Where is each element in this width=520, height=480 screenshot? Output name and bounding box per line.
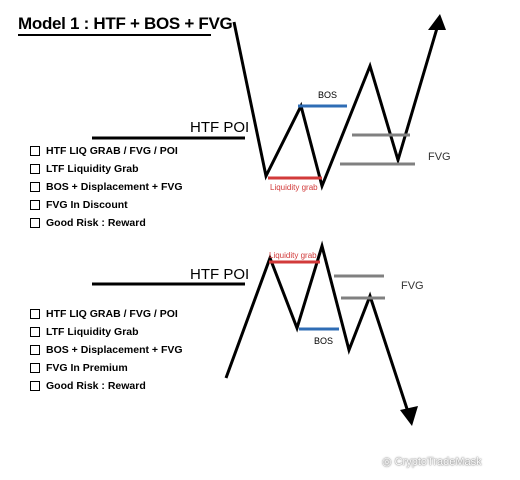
top-arrow-head-icon xyxy=(428,14,446,30)
checkbox-icon[interactable] xyxy=(30,164,40,174)
checklist-item: BOS + Displacement + FVG xyxy=(30,178,183,196)
checklist-item: Good Risk : Reward xyxy=(30,377,183,395)
title-underline xyxy=(18,34,211,36)
checklist-item: FVG In Premium xyxy=(30,359,183,377)
checkbox-icon[interactable] xyxy=(30,182,40,192)
bottom-price-path xyxy=(224,240,412,419)
watermark: ◎ CryptoTradeMask xyxy=(382,455,482,469)
top-htf-poi-label: HTF POI xyxy=(190,119,249,136)
watermark-logo-icon: ◎ xyxy=(382,456,392,468)
page-title: Model 1 : HTF + BOS + FVG xyxy=(18,14,233,33)
top-fvg-label: FVG xyxy=(428,151,451,163)
bottom-htf-poi-label: HTF POI xyxy=(190,266,249,283)
top-checklist: HTF LIQ GRAB / FVG / POI LTF Liquidity G… xyxy=(30,142,183,232)
top-price-path xyxy=(232,17,442,191)
top-bos-label: BOS xyxy=(318,90,337,100)
watermark-text: CryptoTradeMask xyxy=(394,455,482,468)
checklist-item: LTF Liquidity Grab xyxy=(30,160,183,178)
checkbox-icon[interactable] xyxy=(30,200,40,210)
bottom-checklist: HTF LIQ GRAB / FVG / POI LTF Liquidity G… xyxy=(30,305,183,395)
checkbox-icon[interactable] xyxy=(30,327,40,337)
checkbox-icon[interactable] xyxy=(30,363,40,373)
checkbox-icon[interactable] xyxy=(30,309,40,319)
checklist-item: HTF LIQ GRAB / FVG / POI xyxy=(30,305,183,323)
checkbox-icon[interactable] xyxy=(30,146,40,156)
checklist-item: HTF LIQ GRAB / FVG / POI xyxy=(30,142,183,160)
bottom-fvg-label: FVG xyxy=(401,280,424,292)
top-liquidity-label: Liquidity grab xyxy=(270,183,318,192)
checkbox-icon[interactable] xyxy=(30,345,40,355)
bottom-arrow-head-icon xyxy=(400,406,418,426)
bottom-bos-label: BOS xyxy=(314,336,333,346)
checklist-item: FVG In Discount xyxy=(30,196,183,214)
checkbox-icon[interactable] xyxy=(30,381,40,391)
bottom-liquidity-label: Liquidity grab xyxy=(269,251,317,260)
checklist-item: BOS + Displacement + FVG xyxy=(30,341,183,359)
checkbox-icon[interactable] xyxy=(30,218,40,228)
checklist-item: LTF Liquidity Grab xyxy=(30,323,183,341)
checklist-item: Good Risk : Reward xyxy=(30,214,183,232)
